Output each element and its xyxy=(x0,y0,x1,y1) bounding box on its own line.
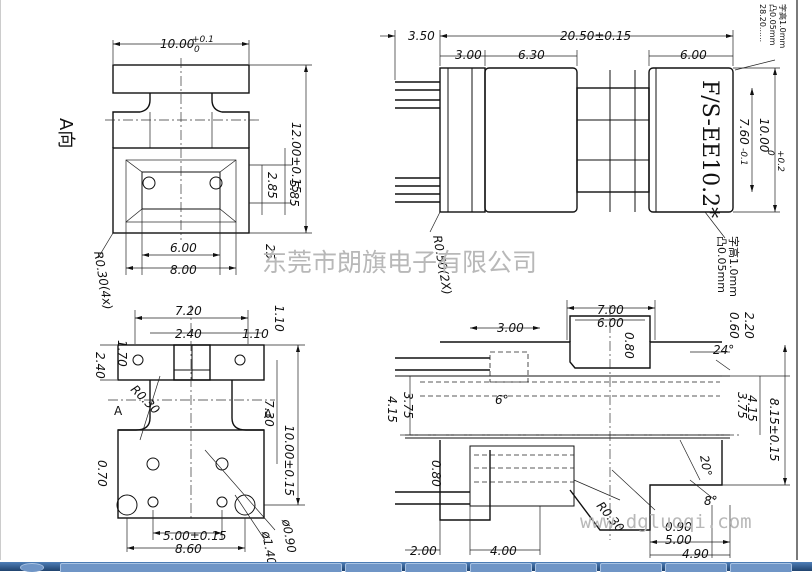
dim-d-24: 24° xyxy=(713,343,734,357)
watermark-company: 东莞市朗旗电子有限公司 xyxy=(262,248,537,277)
dim-d-815: 8.15±0.15 xyxy=(767,398,781,462)
dim-a-top-tol: +0.1 xyxy=(192,35,214,45)
taskbar-button[interactable] xyxy=(600,563,662,572)
dim-d-500: 5.00 xyxy=(665,533,692,547)
dim-d-20: 20° xyxy=(697,454,714,477)
view-a-label: A向 xyxy=(55,118,76,148)
dim-b-600: 6.00 xyxy=(680,48,707,62)
dim-a-585: 5.85 xyxy=(287,180,301,207)
dim-c-h110: 1.10 xyxy=(272,305,286,332)
dim-d-300: 3.00 xyxy=(497,321,524,335)
dim-d-415b: 4.15 xyxy=(745,395,759,422)
dim-d-400: 4.00 xyxy=(490,544,517,558)
note-side-2: 凸0.05mm xyxy=(715,236,728,293)
dim-c-720: 7.20 xyxy=(175,304,202,318)
dim-a-height: 12.00±0.15 xyxy=(289,122,303,193)
dim-d-600: 6.00 xyxy=(597,316,624,330)
dim-c-d140: ø1.40 xyxy=(259,529,279,566)
taskbar-button[interactable] xyxy=(665,563,727,572)
dim-a-top-width: 10.00 xyxy=(160,37,195,51)
watermark-url: www.dgluoqi.com xyxy=(580,511,752,533)
dim-b-760: 7.60 xyxy=(737,118,751,145)
taskbar-button[interactable] xyxy=(405,563,467,572)
taskbar-button[interactable] xyxy=(470,563,532,572)
dim-d-090: 0.90 xyxy=(665,520,692,534)
dim-a-top-tol-b: 0 xyxy=(194,45,200,55)
taskbar-button[interactable] xyxy=(345,563,402,572)
view-a: A向 10.00 +0.1 0 12.00±0.15 2.8 xyxy=(55,35,312,311)
note-side-1: 字高1.0mm xyxy=(727,236,741,297)
dim-d-375b: 3.75 xyxy=(735,392,749,419)
taskbar-button[interactable] xyxy=(60,563,342,572)
dim-d-200: 2.00 xyxy=(410,544,437,558)
dim-c-240: 2.40 xyxy=(175,327,202,341)
dim-b-2050: 20.50±0.15 xyxy=(560,29,631,43)
note-top-right-1: 字高1.0mm xyxy=(778,4,788,49)
view-c: 7.20 2.40 1.10 1.10 1.70 2.40 R0.30 A A … xyxy=(93,304,305,566)
dim-c-110: 1.10 xyxy=(242,327,269,341)
view-b: F/S-EE10.2* 3.50 20.50±0.15 3.00 6.30 6.… xyxy=(380,4,788,297)
taskbar-button[interactable] xyxy=(535,563,597,572)
dim-c-070: 0.70 xyxy=(95,460,109,487)
dim-d-080: 0.80 xyxy=(622,332,636,359)
note-top-right-2: 凸0.05mm xyxy=(768,4,777,46)
dim-d-220: 2.20 xyxy=(742,312,756,339)
dim-a-600: 6.00 xyxy=(170,241,197,255)
dim-c-500: 5.00±0.15 xyxy=(163,529,227,543)
dim-b-1000-tol: +0.2 xyxy=(775,150,785,172)
dim-c-1000: 10.00±0.15 xyxy=(282,425,296,496)
taskbar-button[interactable] xyxy=(730,563,792,572)
dim-d-415: 4.15 xyxy=(385,396,399,423)
dim-d-6: 6° xyxy=(495,393,509,407)
dim-d-375: 3.75 xyxy=(401,392,415,419)
taskbar xyxy=(0,562,812,572)
dim-b-300: 3.00 xyxy=(455,48,482,62)
dim-b-1000: 10.00 xyxy=(757,118,771,153)
dim-c-170: 1.70 xyxy=(115,340,129,367)
dim-d-700: 7.00 xyxy=(597,303,624,317)
note-top-right-3: 28.20...... xyxy=(758,4,767,42)
dim-d-060: 0.60 xyxy=(727,312,741,339)
section-a-right: A xyxy=(264,407,273,421)
dim-c-240v: 2.40 xyxy=(93,352,107,379)
dim-c-d090: ø0.90 xyxy=(279,517,299,554)
dim-b-760-tol: -0.1 xyxy=(738,148,748,166)
dim-b-630: 6.30 xyxy=(518,48,545,62)
dim-d-8: 8° xyxy=(704,494,718,508)
dim-a-285: 2.85 xyxy=(265,172,279,199)
start-button[interactable] xyxy=(20,563,44,572)
dim-d-080b: 0.80 xyxy=(429,460,443,487)
dim-a-25: 25 xyxy=(263,244,277,259)
dim-b-1000-tol-b: 0 xyxy=(765,150,775,156)
dim-c-860: 8.60 xyxy=(175,542,202,556)
dim-a-800: 8.00 xyxy=(170,263,197,277)
marking-text: F/S-EE10.2* xyxy=(697,80,722,218)
dim-c-730: 7.30 xyxy=(262,400,276,427)
dim-b-350: 3.50 xyxy=(408,29,435,43)
dim-d-490: 4.90 xyxy=(682,547,709,561)
section-a-left: A xyxy=(114,404,123,418)
